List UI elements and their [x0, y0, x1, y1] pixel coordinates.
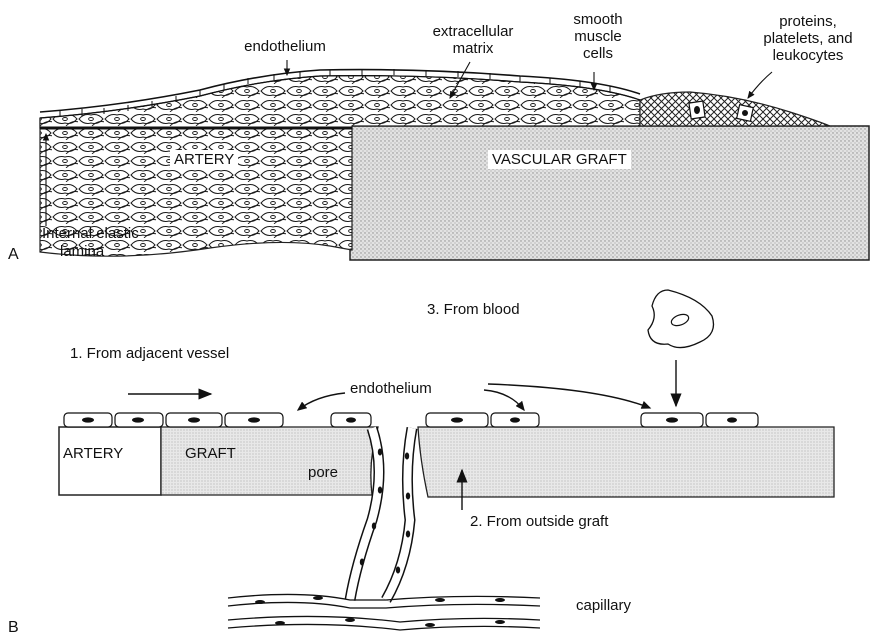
label-from-outside: 2. From outside graft: [470, 513, 608, 530]
graft-right: [418, 427, 834, 497]
label-platelets: platelets, and: [738, 30, 878, 47]
thrombus-zone: [640, 92, 830, 126]
label-muscle: muscle: [560, 28, 636, 45]
label-lamina: lamina: [60, 243, 104, 260]
label-artery-b: ARTERY: [63, 445, 123, 462]
label-endothelium-b: endothelium: [350, 380, 432, 397]
label-from-blood: 3. From blood: [427, 301, 520, 318]
label-smooth: smooth: [560, 11, 636, 28]
label-capillary: capillary: [576, 597, 631, 614]
panel-b: [59, 290, 834, 630]
capillary-vessel: [228, 594, 540, 630]
blood-cell: [648, 290, 714, 348]
label-endothelium-a: endothelium: [222, 38, 348, 55]
label-cells: cells: [560, 45, 636, 62]
label-pore: pore: [308, 464, 338, 481]
label-internal-elastic: Internal elastic: [42, 225, 139, 242]
panel-a-letter: A: [8, 246, 19, 263]
panel-b-letter: B: [8, 619, 19, 636]
label-artery-a: ARTERY: [170, 150, 238, 169]
vascular-graft-block: [350, 126, 869, 260]
label-matrix: matrix: [410, 40, 536, 57]
panel-a: [40, 60, 869, 260]
label-extracellular: extracellular: [410, 23, 536, 40]
label-leukocytes: leukocytes: [738, 47, 878, 64]
endothelium-cells-left: [64, 413, 758, 427]
label-graft: GRAFT: [185, 445, 236, 462]
label-vascular-graft: VASCULAR GRAFT: [488, 150, 631, 169]
label-proteins: proteins,: [738, 13, 878, 30]
label-from-adjacent: 1. From adjacent vessel: [70, 345, 229, 362]
